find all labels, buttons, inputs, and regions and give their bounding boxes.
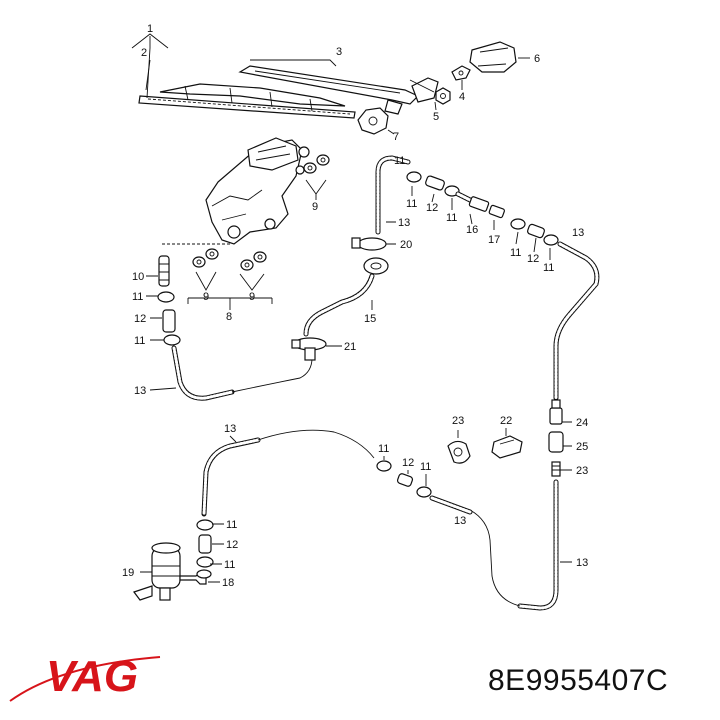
spindle-nut-7 [357,107,389,135]
callout-11-b: 11 [446,212,457,224]
callout-19: 19 [122,567,134,579]
callout-12-d: 12 [226,539,238,551]
sleeve-25 [548,431,564,453]
clip-11-e [376,460,392,472]
callout-4: 4 [459,91,465,103]
callout-11-g: 11 [226,519,237,531]
bracket-22 [491,435,523,459]
clip-11-b [444,185,460,197]
callout-5: 5 [433,111,439,123]
callout-13-lower: 13 [224,423,236,435]
grommet-group-right [240,251,267,271]
connector-24 [549,399,563,425]
tube-12-a [425,175,445,191]
grommet-15 [363,257,389,275]
washer-pump-19 [133,542,207,601]
callout-16: 16 [466,224,478,236]
callout-22: 22 [500,415,512,427]
hose-13-upper [375,155,411,235]
callout-11-left-2: 11 [134,335,145,347]
tube-12-d [198,534,212,554]
callout-2: 2 [141,47,147,59]
jet-housing-6 [469,41,517,73]
callout-11-f: 11 [420,461,431,473]
callout-13-upper: 13 [398,217,410,229]
callout-13-right: 13 [572,227,584,239]
hose-13-mid [455,191,473,203]
logo-swoosh [9,656,161,702]
part-number: 8E9955407C [488,664,669,697]
tube-12-c [396,473,414,487]
clamp-21 [291,337,327,361]
grommet-group-top [303,154,330,174]
callout-17: 17 [488,234,500,246]
brand-name: VAG [46,652,138,701]
callout-7: 7 [393,131,399,143]
clip-11-left-2 [163,334,181,346]
callout-8: 8 [226,311,232,323]
hose-13-left [171,345,313,401]
callout-12-b: 12 [527,253,539,265]
callout-9-right: 9 [249,291,255,303]
connector-23 [551,461,561,477]
callout-13-left: 13 [134,385,146,397]
wiper-blade [138,83,356,119]
callout-24: 24 [576,417,588,429]
grommet-18 [196,569,212,579]
vag-logo: VAG [9,652,161,702]
callout-23-loose: 23 [452,415,464,427]
hose-13-right-lower [469,479,559,611]
wiper-motor [205,137,310,245]
callout-13-lower-right: 13 [454,515,466,527]
connector-17 [488,204,505,219]
callout-11-a: 11 [406,198,417,210]
callout-15: 15 [364,313,376,325]
callout-12-left: 12 [134,313,146,325]
connector-10 [158,255,170,287]
callout-12-a: 12 [426,202,438,214]
grommet-group-left [192,248,219,268]
hose-13-right [553,241,600,401]
callout-25: 25 [576,441,588,453]
clip-11-c [510,218,526,230]
callout-12-c: 12 [402,457,414,469]
hose-15-lower [303,273,375,337]
clip-11-f [416,486,432,498]
callout-23: 23 [576,465,588,477]
leader-lines [131,33,572,583]
hose-13-lower-right [429,495,473,515]
hose-clip-23 [447,440,471,464]
callout-11-h: 11 [224,559,235,571]
valve-16 [468,196,490,212]
tube-12-left [162,309,176,333]
nut-5 [435,87,451,105]
wiper-arm [238,65,420,115]
callout-6: 6 [534,53,540,65]
callout-20: 20 [400,239,412,251]
clip-11-a [406,171,422,183]
callout-3: 3 [336,46,342,58]
clip-11-g [196,519,214,531]
callout-9-top: 9 [312,201,318,213]
clip-11-h [196,556,214,568]
callout-11-i: 11 [394,155,405,167]
callout-10: 10 [132,271,144,283]
clip-11-left-1 [157,291,175,303]
callout-13-right-lower: 13 [576,557,588,569]
callout-21: 21 [344,341,356,353]
callout-11-left-1: 11 [132,291,143,303]
callout-11-e: 11 [378,443,389,455]
clip-11-d [543,234,559,246]
nozzle-4 [451,65,471,81]
callouts: 1 2 3 6 4 5 7 9 10 11 9 9 8 12 11 13 13 … [122,23,588,589]
tube-12-b [527,223,545,239]
callout-11-c: 11 [510,247,521,259]
callout-18: 18 [222,577,234,589]
clamp-20 [351,237,387,251]
callout-11-d: 11 [543,262,554,274]
callout-9-left: 9 [203,291,209,303]
callout-1: 1 [147,23,153,35]
hose-13-lower [201,429,375,517]
